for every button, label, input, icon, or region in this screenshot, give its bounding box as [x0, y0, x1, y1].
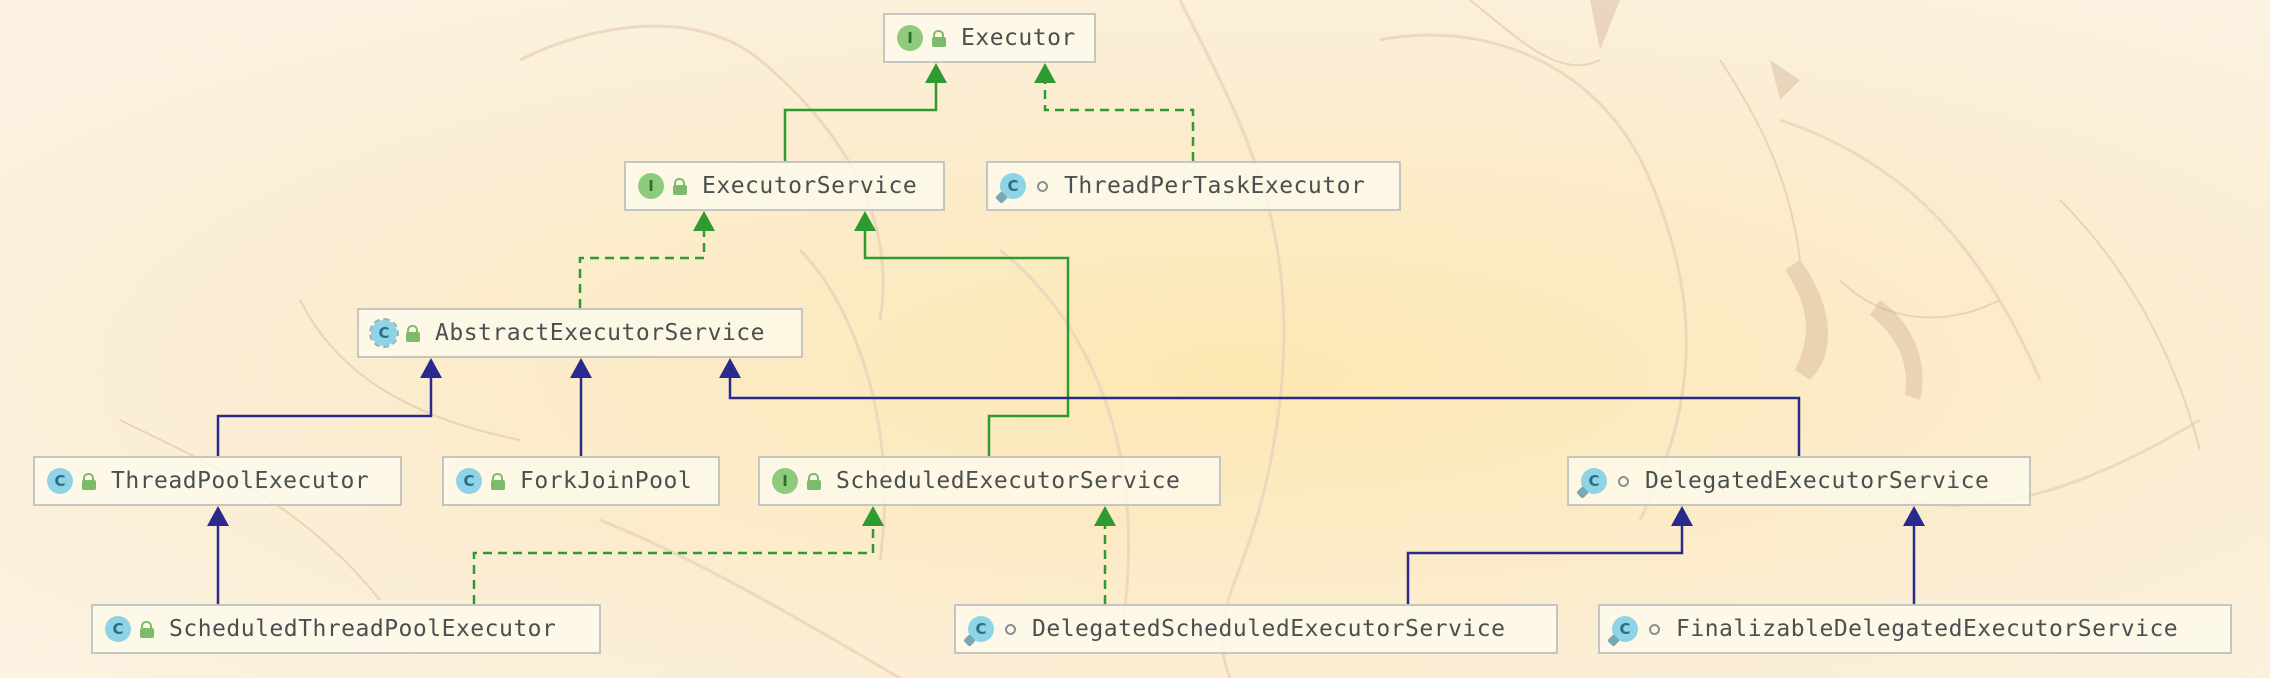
public-lock-icon	[81, 471, 97, 491]
node-label: Executor	[961, 25, 1076, 51]
class-node-thread-pool-executor[interactable]: C ThreadPoolExecutor	[33, 456, 402, 506]
edge-thread-pool-executor-to-abstract-executor-service	[216, 358, 442, 456]
package-private-icon	[1034, 176, 1050, 196]
node-label: ScheduledThreadPoolExecutor	[169, 616, 557, 642]
class-node-scheduled-thread-pool-executor[interactable]: C ScheduledThreadPoolExecutor	[91, 604, 601, 654]
edge-delegated-executor-service-to-abstract-executor-service	[719, 358, 1801, 456]
edge-delegated-scheduled-executor-service-to-delegated-executor-service	[1406, 506, 1693, 604]
edge-delegated-scheduled-executor-service-to-scheduled-executor-service	[1094, 506, 1116, 604]
arrowhead	[854, 211, 876, 231]
static-class-icon: C	[1581, 468, 1607, 494]
class-icon: C	[456, 468, 482, 494]
arrowhead	[693, 211, 715, 231]
arrowhead	[1094, 506, 1116, 526]
edge-scheduled-thread-pool-executor-to-thread-pool-executor	[207, 506, 229, 604]
public-lock-icon	[931, 28, 947, 48]
package-private-icon	[1002, 619, 1018, 639]
edge-abstract-executor-service-to-executor-service	[578, 211, 715, 308]
node-label: FinalizableDelegatedExecutorService	[1676, 616, 2179, 642]
class-node-delegated-executor-service[interactable]: C DelegatedExecutorService	[1567, 456, 2031, 506]
arrowhead	[1034, 63, 1056, 83]
arrowhead	[1671, 506, 1693, 526]
edge-scheduled-thread-pool-executor-to-scheduled-executor-service	[472, 506, 884, 604]
edge-finalizable-delegated-executor-service-to-delegated-executor-service	[1903, 506, 1925, 604]
node-label: ScheduledExecutorService	[836, 468, 1181, 494]
class-node-executor-service[interactable]: I ExecutorService	[624, 161, 945, 211]
edge-fork-join-pool-to-abstract-executor-service	[570, 358, 592, 456]
node-label: AbstractExecutorService	[435, 320, 765, 346]
arrowhead	[420, 358, 442, 378]
public-lock-icon	[405, 323, 421, 343]
node-label: ThreadPoolExecutor	[111, 468, 370, 494]
class-icon: C	[105, 616, 131, 642]
interface-icon: I	[638, 173, 664, 199]
class-node-delegated-scheduled-executor-service[interactable]: C DelegatedScheduledExecutorService	[954, 604, 1558, 654]
edge-executor-service-to-executor	[783, 63, 947, 161]
class-icon: C	[47, 468, 73, 494]
public-lock-icon	[806, 471, 822, 491]
class-node-scheduled-executor-service[interactable]: I ScheduledExecutorService	[758, 456, 1221, 506]
public-lock-icon	[490, 471, 506, 491]
node-label: DelegatedScheduledExecutorService	[1032, 616, 1506, 642]
arrowhead	[207, 506, 229, 526]
static-class-icon: C	[1000, 173, 1026, 199]
arrowhead	[570, 358, 592, 378]
edge-thread-per-task-executor-to-executor	[1034, 63, 1195, 161]
arrowhead	[1903, 506, 1925, 526]
class-node-abstract-executor-service[interactable]: C AbstractExecutorService	[357, 308, 803, 358]
public-lock-icon	[672, 176, 688, 196]
node-label: ExecutorService	[702, 173, 918, 199]
node-label: ForkJoinPool	[520, 468, 693, 494]
interface-icon: I	[772, 468, 798, 494]
static-class-icon: C	[1612, 616, 1638, 642]
edge-scheduled-executor-service-to-executor-service	[854, 211, 1070, 456]
arrowhead	[925, 63, 947, 83]
static-class-icon: C	[968, 616, 994, 642]
arrowhead	[862, 506, 884, 526]
abstract-class-icon: C	[369, 318, 399, 348]
class-node-thread-per-task-executor[interactable]: C ThreadPerTaskExecutor	[986, 161, 1401, 211]
package-private-icon	[1646, 619, 1662, 639]
class-node-executor[interactable]: I Executor	[883, 13, 1096, 63]
arrowhead	[719, 358, 741, 378]
node-label: ThreadPerTaskExecutor	[1064, 173, 1366, 199]
class-node-fork-join-pool[interactable]: C ForkJoinPool	[442, 456, 720, 506]
interface-icon: I	[897, 25, 923, 51]
package-private-icon	[1615, 471, 1631, 491]
public-lock-icon	[139, 619, 155, 639]
node-label: DelegatedExecutorService	[1645, 468, 1990, 494]
class-node-finalizable-delegated-executor-service[interactable]: C FinalizableDelegatedExecutorService	[1598, 604, 2232, 654]
